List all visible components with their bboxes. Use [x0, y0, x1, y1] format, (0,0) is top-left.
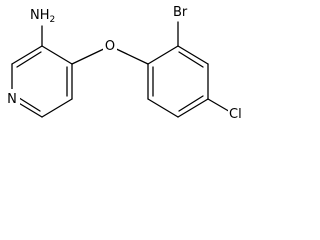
bond-c4-c5 [177, 98, 209, 118]
pyridine-ring [11, 45, 73, 118]
bromine-label: Br [173, 5, 188, 20]
amine-label: NH [30, 8, 50, 23]
ring-nitrogen-label: N [7, 92, 17, 107]
chlorine-label: Cl [229, 107, 242, 122]
molecule-structure: NH2 O N Br Cl [4, 2, 252, 123]
amine-subscript: 2 [50, 15, 56, 25]
atom-ether-oxygen: O [103, 36, 117, 54]
bond-c1-c2 [147, 45, 179, 65]
bond-c2-c3 [177, 45, 209, 65]
atom-ring-nitrogen: N [4, 89, 20, 108]
atom-chlorine: Cl [228, 104, 252, 123]
bond-c2-c3-double [178, 51, 204, 68]
atom-bromine: Br [172, 2, 194, 21]
ether-oxygen-label: O [105, 39, 115, 54]
svg-text:NH2: NH2 [30, 8, 55, 25]
bond-c5-c6 [41, 98, 73, 118]
bond-c5-c6 [147, 98, 179, 118]
bond-c3-c4 [41, 45, 73, 65]
benzene-ring [147, 45, 209, 118]
bond-c4-c5-double [178, 95, 204, 112]
bond-c2-c3-double [16, 51, 42, 68]
bond-c2-c3 [11, 45, 43, 65]
atom-nh2: NH2 [29, 4, 56, 25]
